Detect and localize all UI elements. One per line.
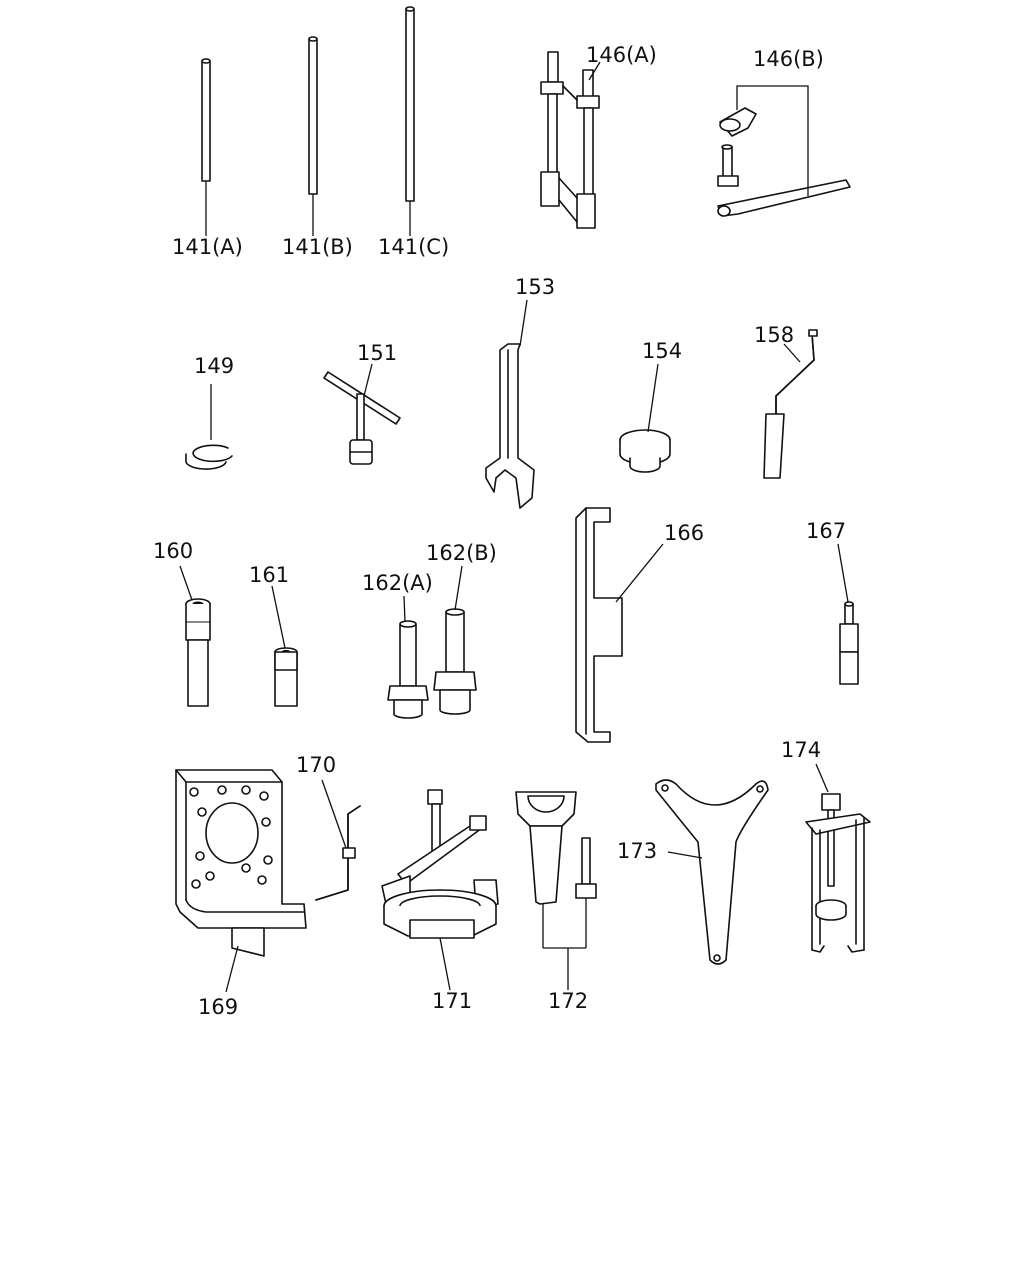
part-170-hex-key xyxy=(315,779,361,901)
part-154-cap xyxy=(619,363,671,473)
part-171-puller xyxy=(381,789,499,991)
callout-141c: 141(C) xyxy=(378,235,449,259)
callout-153: 153 xyxy=(515,275,555,299)
callout-141a: 141(A) xyxy=(172,235,243,259)
callout-160: 160 xyxy=(153,539,193,563)
part-167-pin xyxy=(837,543,859,685)
callout-161: 161 xyxy=(249,563,289,587)
callout-151: 151 xyxy=(357,341,397,365)
part-141a-rod xyxy=(201,58,211,236)
part-173-spanner xyxy=(655,779,769,965)
part-153-wrench xyxy=(485,299,535,509)
part-162a-bolt xyxy=(387,595,429,719)
part-172-installer xyxy=(515,791,597,990)
part-161-sleeve xyxy=(271,585,298,707)
callout-141b: 141(B) xyxy=(282,235,353,259)
part-166-bracket xyxy=(575,507,664,743)
part-174-jaw-puller xyxy=(805,763,871,953)
callout-171: 171 xyxy=(432,989,472,1013)
part-146b-spanner xyxy=(717,85,851,217)
part-158-crank xyxy=(763,329,818,479)
part-169-angle-plate xyxy=(175,769,307,993)
callout-172: 172 xyxy=(548,989,588,1013)
callout-169: 169 xyxy=(198,995,238,1019)
part-141b-rod xyxy=(308,36,318,236)
part-146a-frame xyxy=(540,51,601,229)
callout-146a: 146(A) xyxy=(586,43,657,67)
callout-166: 166 xyxy=(664,521,704,545)
part-149-snap-ring xyxy=(185,384,233,470)
callout-170: 170 xyxy=(296,753,336,777)
part-160-installer xyxy=(179,565,211,707)
callout-173: 173 xyxy=(617,839,657,863)
part-151-t-handle xyxy=(323,363,401,465)
callout-174: 174 xyxy=(781,738,821,762)
callout-154: 154 xyxy=(642,339,682,363)
part-162b-bolt xyxy=(433,565,477,715)
callout-162a: 162(A) xyxy=(362,571,433,595)
callout-149: 149 xyxy=(194,354,234,378)
callout-146b: 146(B) xyxy=(753,47,824,71)
callout-158: 158 xyxy=(754,323,794,347)
callout-162b: 162(B) xyxy=(426,541,497,565)
part-141c-rod xyxy=(405,6,415,236)
callout-167: 167 xyxy=(806,519,846,543)
